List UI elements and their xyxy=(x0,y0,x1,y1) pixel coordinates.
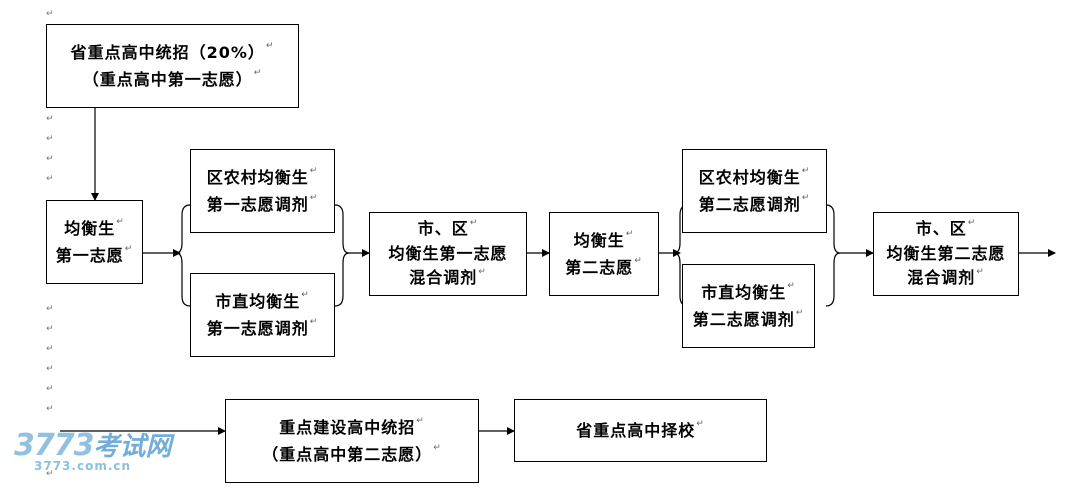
box-line: 均衡生↵ xyxy=(573,228,635,250)
paragraph-mark: ↵ xyxy=(46,174,54,184)
box-line: 混合调剂↵ xyxy=(907,267,985,288)
brace-first-merge-close xyxy=(334,204,350,307)
paragraph-mark: ↵ xyxy=(46,324,54,334)
box-district-rural-first: 区农村均衡生↵ 第一志愿调剂↵ xyxy=(190,149,335,233)
paragraph-mark: ↵ xyxy=(46,384,54,394)
paragraph-mark: ↵ xyxy=(46,344,54,354)
box-line: 第一志愿↵ xyxy=(55,244,134,265)
box-line: 省重点高中择校↵ xyxy=(576,418,705,440)
paragraph-mark: ↵ xyxy=(46,304,54,314)
box-line: 市直均衡生↵ xyxy=(215,289,310,311)
paragraph-mark: ↵ xyxy=(46,134,54,144)
box-line: 市直均衡生↵ xyxy=(701,280,796,302)
box-city-district-first-mix: 市、区↵ 均衡生第一志愿 混合调剂↵ xyxy=(369,212,527,296)
brace-second-merge-close xyxy=(825,204,841,307)
box-line: 均衡生第一志愿 xyxy=(388,243,508,263)
box-line: 第二志愿↵ xyxy=(565,256,643,277)
paragraph-mark: ↵ xyxy=(46,404,54,414)
box-line: 市、区↵ xyxy=(915,217,977,238)
box-line: 均衡生↵ xyxy=(64,216,125,238)
box-provincial-unified: 省重点高中统招（20%）↵ （重点高中第一志愿）↵ xyxy=(46,24,299,108)
box-line: （重点高中第一志愿）↵ xyxy=(82,68,263,89)
box-key-construction: 重点建设高中统招↵ （重点高中第二志愿）↵ xyxy=(225,399,479,483)
watermark-logo: 3773考试网 xyxy=(14,428,172,463)
box-line: （重点高中第二志愿）↵ xyxy=(262,443,442,464)
brace-first-split-open xyxy=(175,204,191,307)
box-city-direct-first: 市直均衡生↵ 第一志愿调剂↵ xyxy=(190,273,335,357)
box-line: 市、区↵ xyxy=(417,217,479,238)
box-district-rural-second: 区农村均衡生↵ 第二志愿调剂↵ xyxy=(682,149,827,233)
box-line: 第一志愿调剂↵ xyxy=(206,317,319,338)
paragraph-mark: ↵ xyxy=(46,9,54,19)
box-balanced-second: 均衡生↵ 第二志愿↵ xyxy=(549,212,659,296)
box-city-district-second-mix: 市、区↵ 均衡生第二志愿 混合调剂↵ xyxy=(873,212,1019,296)
box-line: 均衡生第二志愿 xyxy=(886,243,1006,263)
box-line: 第二志愿调剂↵ xyxy=(698,193,811,214)
brace-second-split-open xyxy=(673,204,689,307)
paragraph-mark: ↵ xyxy=(46,154,54,164)
box-line: 第一志愿调剂↵ xyxy=(206,193,319,214)
box-city-direct-second: 市直均衡生↵ 第二志愿调剂↵ xyxy=(682,264,815,348)
paragraph-mark: ↵ xyxy=(46,114,54,124)
box-line: 省重点高中统招（20%）↵ xyxy=(70,40,275,62)
box-line: 区农村均衡生↵ xyxy=(698,165,811,187)
box-line: 混合调剂↵ xyxy=(409,267,487,288)
paragraph-mark: ↵ xyxy=(46,469,54,479)
box-line: 区农村均衡生↵ xyxy=(206,165,319,187)
box-line: 第二志愿调剂↵ xyxy=(692,308,805,329)
watermark-site: 3773.com.cn xyxy=(34,459,132,473)
box-balanced-first: 均衡生↵ 第一志愿↵ xyxy=(46,200,143,284)
box-line: 重点建设高中统招↵ xyxy=(279,415,425,437)
paragraph-mark: ↵ xyxy=(46,364,54,374)
box-provincial-choice: 省重点高中择校↵ xyxy=(514,399,767,462)
